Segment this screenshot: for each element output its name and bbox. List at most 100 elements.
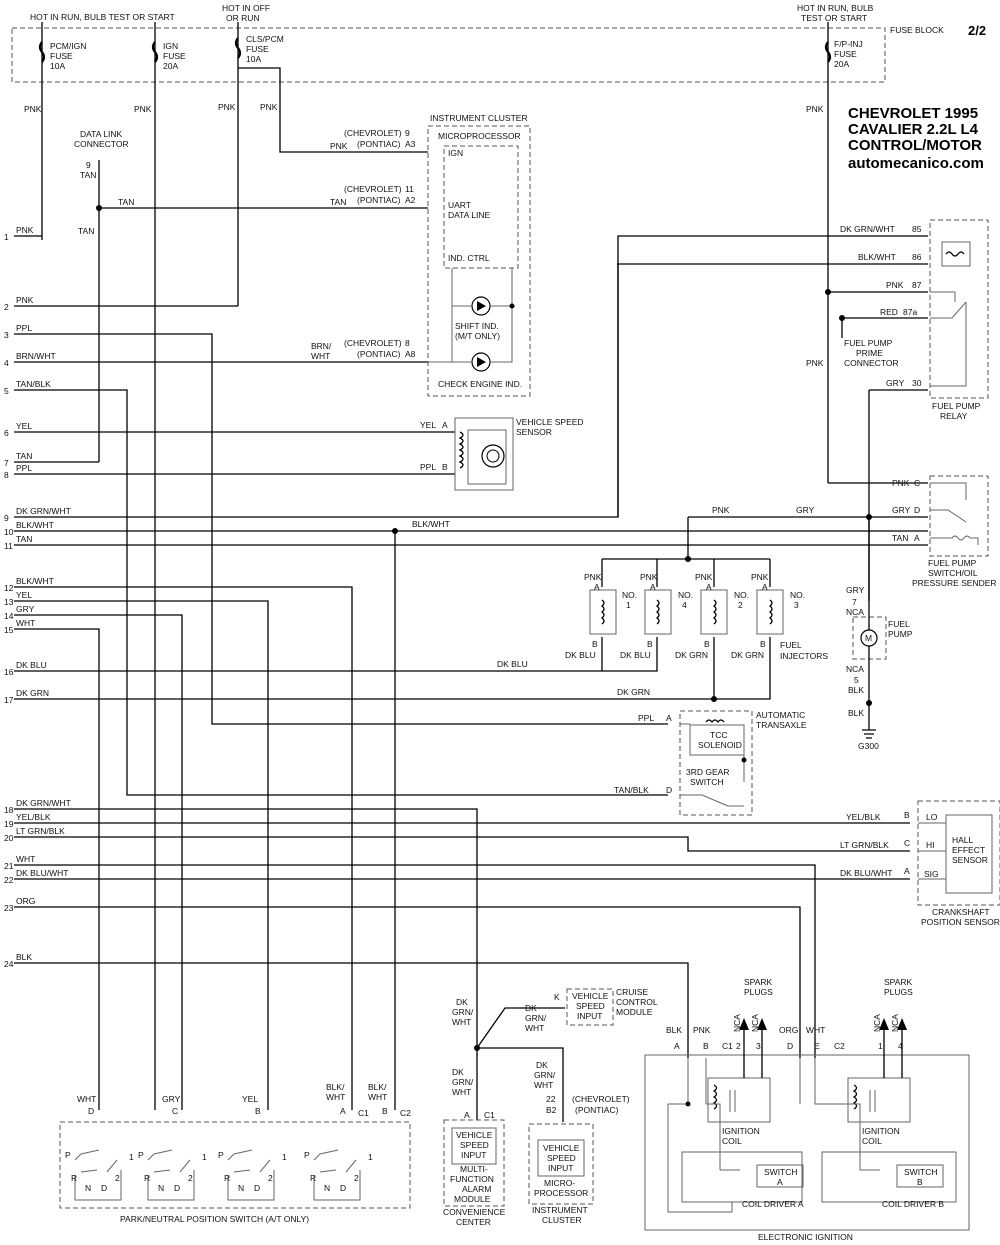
pcm-pin-wire: GRY	[16, 604, 35, 614]
cc-label-1: CONVENIENCE	[443, 1207, 506, 1217]
fp-label-2: PUMP	[888, 629, 913, 639]
cc-inner-3: ALARM	[462, 1184, 491, 1194]
pcm-pin-wire: BRN/WHT	[16, 351, 56, 361]
pnp-switch-letter: P	[138, 1150, 144, 1160]
tx-label-1: AUTOMATIC	[756, 710, 805, 720]
ic-pin2-chev-pin: 11	[405, 184, 414, 194]
splice-wire-3: WHT	[452, 1017, 471, 1027]
pcm-pin-wire: DK GRN/WHT	[16, 798, 71, 808]
ic-pin3-pont-pin: A8	[405, 349, 416, 359]
hot-in-run-label-right: HOT IN RUN, BULB	[797, 3, 874, 13]
inj2-a: A	[650, 582, 656, 592]
fuse2-line2: FUSE	[163, 51, 186, 61]
fp-ground: G300	[858, 741, 879, 751]
ic2-pin-chev: 22	[546, 1094, 556, 1104]
ckp-sig: SIG	[924, 869, 939, 879]
pnp-switch-letter: N	[238, 1183, 244, 1193]
ic2-box-3: INPUT	[548, 1163, 574, 1173]
pcm-pin-number: 19	[4, 819, 14, 829]
convenience-center: DK GRN/ WHT A C1 VEHICLE SPEED INPUT MUL…	[443, 1067, 506, 1227]
fps-pinD-wire: GRY	[892, 505, 911, 515]
motor-m: M	[865, 633, 872, 643]
pnp-d-pin: D	[88, 1106, 94, 1116]
ign-pin-c2: C2	[834, 1041, 845, 1051]
wire-label-pnk-1: PNK	[24, 104, 42, 114]
pnp-b-wire: YEL	[242, 1094, 258, 1104]
ic-pin2-pont: (PONTIAC)	[357, 195, 401, 205]
relay-pin87: 87	[912, 280, 922, 290]
pcm-pin-number: 1	[4, 232, 9, 242]
pnp-switch-letter: R	[144, 1173, 150, 1183]
pcm-pin-number: 23	[4, 903, 14, 913]
instrument-cluster: INSTRUMENT CLUSTER MICROPROCESSOR IGN UA…	[311, 113, 531, 397]
ic-pin3-wire-2: WHT	[311, 351, 330, 361]
ign-p2: 2	[736, 1041, 741, 1051]
relay-pin87-wire: PNK	[886, 280, 904, 290]
ckp-box-2: EFFECT	[952, 845, 985, 855]
inj3-wire: PNK	[695, 572, 713, 582]
pnp-switch-letter: 1	[202, 1152, 207, 1162]
page-number: 2/2	[968, 23, 986, 38]
pnp-b2-wire-2: WHT	[368, 1092, 387, 1102]
hot-in-run-label-left: HOT IN RUN, BULB TEST OR START	[30, 12, 175, 22]
pnp-switch-letter: R	[224, 1173, 230, 1183]
relay-pin85: 85	[912, 224, 922, 234]
inj3-bwire: DK GRN	[675, 650, 708, 660]
tx-tcc-2: SOLENOID	[698, 740, 742, 750]
splice-pnk: PNK	[712, 505, 730, 515]
pcm-pin-number: 14	[4, 611, 14, 621]
cc-pin-c1: C1	[484, 1110, 495, 1120]
cruise-label-2: CONTROL	[616, 997, 658, 1007]
inj4-num: 3	[794, 600, 799, 610]
relay-pin30-wire: GRY	[886, 378, 905, 388]
cruise-label-1: CRUISE	[616, 987, 648, 997]
ign-switch-a-2: A	[777, 1177, 783, 1187]
pnp-switch-letter: 2	[115, 1173, 120, 1183]
fps-pinD: D	[914, 505, 920, 515]
relay-pin86-wire: BLK/WHT	[858, 252, 896, 262]
ckp-label-1: CRANKSHAFT	[932, 907, 990, 917]
ic-pin3-pont: (PONTIAC)	[357, 349, 401, 359]
hot-in-off-label-2: OR RUN	[226, 13, 260, 23]
ign-nca-1: NCA	[732, 1014, 742, 1032]
ic-pin2-wire: TAN	[330, 197, 346, 207]
title-site: automecanico.com	[848, 155, 984, 172]
title-line3: CONTROL/MOTOR	[848, 137, 982, 154]
pcm-pin-number: 6	[4, 428, 9, 438]
pnp-d-wire: WHT	[77, 1094, 96, 1104]
pcm-pin-number: 9	[4, 513, 9, 523]
pnp-c2-pin: C2	[400, 1108, 411, 1118]
splice-dk-blu: DK BLU	[497, 659, 528, 669]
cc-wire-3: WHT	[452, 1087, 471, 1097]
instrument-cluster-2: DK GRN/ WHT 22 B2 (CHEVROLET) (PONTIAC) …	[528, 1060, 630, 1225]
tx-label-2: TRANSAXLE	[756, 720, 807, 730]
relay-pin87a: 87a	[903, 307, 917, 317]
cc-wire-1: DK	[452, 1067, 464, 1077]
crankshaft-position-sensor: LO HI SIG HALL EFFECT SENSOR YEL/BLK B L…	[840, 800, 1000, 927]
pnp-switch-letter: N	[324, 1183, 330, 1193]
ckp-label-2: POSITION SENSOR	[921, 917, 1000, 927]
ign-driver-a: COIL DRIVER A	[742, 1199, 804, 1209]
ign-blk: BLK	[666, 1025, 682, 1035]
relay-pin86: 86	[912, 252, 922, 262]
pcm-pin-number: 15	[4, 625, 14, 635]
park-neutral-switch: WHT D GRY C YEL B BLK/ WHT A BLK/ WHT B …	[59, 1082, 411, 1224]
tx-pin-a: A	[666, 713, 672, 723]
pnp-switch-letter: D	[101, 1183, 107, 1193]
pnp-switch-letter: N	[158, 1183, 164, 1193]
splice-gry: GRY	[796, 505, 815, 515]
fuel-pump: M GRY 7 NCA FUEL PUMP NCA 5 BLK BLK G300	[846, 585, 913, 751]
ign-coil-b-1: IGNITION	[862, 1126, 900, 1136]
fp-blk2: BLK	[848, 708, 864, 718]
inj2-wire: PNK	[640, 572, 658, 582]
pnp-c1-pin: C1	[358, 1108, 369, 1118]
dlc-label-1: DATA LINK	[80, 129, 123, 139]
ic2-wire-3: WHT	[534, 1080, 553, 1090]
title-block: CHEVROLET 1995 CAVALIER 2.2L L4 CONTROL/…	[848, 105, 984, 172]
ign-switch-b-1: SWITCH	[904, 1167, 938, 1177]
inj-label-2: INJECTORS	[780, 651, 828, 661]
ign-coil-a-1: IGNITION	[722, 1126, 760, 1136]
hot-in-off-label: HOT IN OFF	[222, 3, 270, 13]
ign-switch-b-2: B	[917, 1177, 923, 1187]
